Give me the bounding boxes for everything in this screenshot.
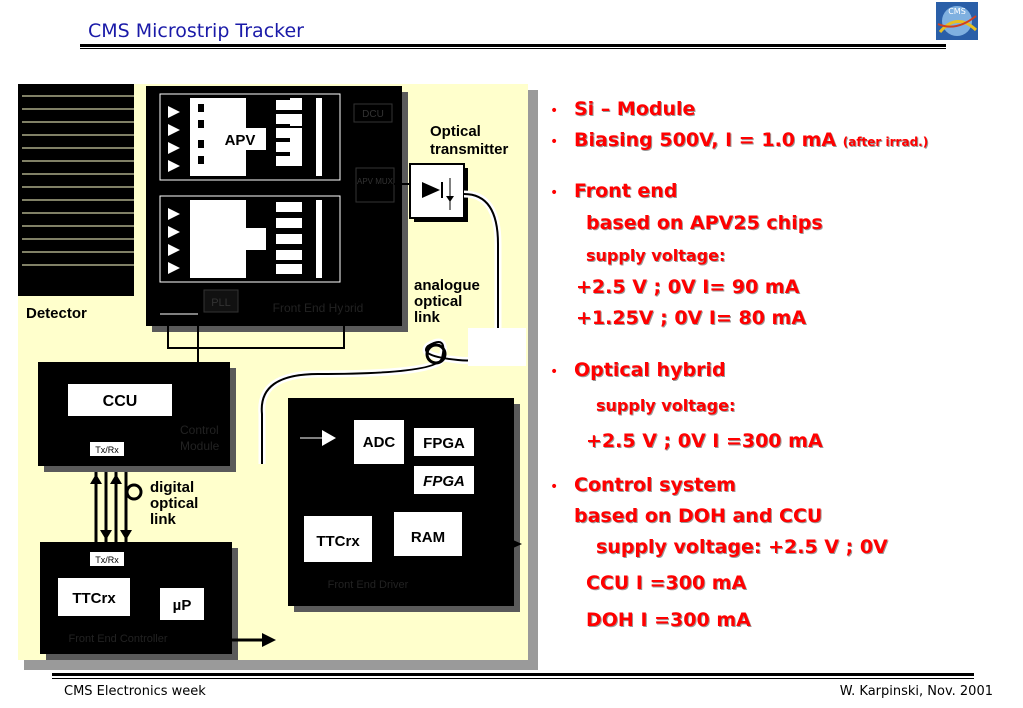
optical-hybrid-voltage: +2.5 V ; 0V I =300 mA [586,430,823,452]
bullet-front-end: Front end [574,180,678,202]
corner-patch [468,328,526,366]
optical-transmitter [409,163,468,222]
control-module-label-1: Control [180,423,219,437]
front-end-driver: ADC FPGA FPGA TTCrx RAM Front End Driver [288,398,522,612]
analogue-link-label-3: link [414,309,440,326]
specification-bullets: • Si – Module • Biasing 500V, I = 1.0 mA… [548,0,1018,660]
ttcrx-label-2: TTCrx [72,590,116,607]
adc-label: ADC [363,434,396,451]
analogue-link-label-1: analogue [414,277,480,294]
analogue-link-label-2: optical [414,293,462,310]
digital-link-label-1: digital [150,479,194,496]
control-system-basis: based on DOH and CCU [574,505,823,527]
bullet-si-module: Si – Module [574,98,696,120]
header-rule [80,44,946,47]
control-module-label-2: Module [180,439,220,453]
bullet-dot: • [550,479,559,495]
footer-right: W. Karpinski, Nov. 2001 [839,684,993,699]
optical-transmitter-label-1: Optical [430,123,481,140]
txrx-label-1: Tx/Rx [95,445,119,455]
fpga-label-1: FPGA [423,435,465,452]
bullet-control-system: Control system [574,474,736,496]
detector-strips [18,84,134,296]
footer-rule [52,673,974,676]
control-system-supply: supply voltage: +2.5 V ; 0V [596,536,888,558]
header-rule-thin [80,48,946,49]
page-title: CMS Microstrip Tracker [88,20,304,42]
control-module: CCU Tx/Rx Control Module [38,362,236,472]
biasing-note: (after irrad.) [842,135,929,149]
bullet-dot: • [550,103,559,119]
detector-label: Detector [26,305,87,322]
bullet-optical-hybrid: Optical hybrid [574,359,726,381]
front-end-hybrid: APV DCU APV MUX PLL Front End Hybrid [146,86,408,332]
footer-left: CMS Electronics week [64,684,206,699]
up-label: µP [173,597,192,614]
logo-text: CMS [948,7,966,16]
bullet-biasing: Biasing 500V, I = 1.0 mA (after irrad.) [574,129,928,151]
front-end-controller: Tx/Rx TTCrx µP Front End Controller [40,542,276,660]
bullet-dot: • [550,364,559,380]
ttcrx-label-1: TTCrx [316,533,360,550]
apv-label-1: APV [225,132,256,149]
pll-label: PLL [211,297,231,309]
biasing-text: Biasing 500V, I = 1.0 mA [574,129,837,151]
doh-current: DOH I =300 mA [586,609,751,631]
optical-transmitter-label-2: transmitter [430,141,509,158]
front-end-voltage-2: +1.25V ; 0V I= 80 mA [576,307,807,329]
cms-logo: CMS [936,2,978,40]
optical-hybrid-supply: supply voltage: [596,396,736,415]
front-end-voltage-1: +2.5 V ; 0V I= 90 mA [576,276,800,298]
dcu-label: DCU [362,109,384,120]
front-end-chips: based on APV25 chips [586,212,823,234]
ram-label: RAM [411,529,445,546]
digital-link-label-2: optical [150,495,198,512]
bullet-dot: • [550,134,559,150]
digital-link-label-3: link [150,511,176,528]
txrx-label-2: Tx/Rx [95,555,119,565]
fiber-loop-1 [425,343,447,365]
ccu-label: CCU [103,393,138,410]
front-end-supply: supply voltage: [586,246,726,265]
ccu-current: CCU I =300 mA [586,572,747,594]
tracker-readout-diagram: Detector APV DCU APV MUX [18,84,538,670]
footer-rule-thin [52,678,974,679]
fec-label: Front End Controller [68,633,167,645]
fiber-loop-2 [125,483,143,501]
bullet-dot: • [550,185,559,201]
fed-label: Front End Driver [328,579,409,591]
apv-mux-label: APV MUX [357,177,394,186]
fpga-label-2: FPGA [423,473,465,490]
front-end-hybrid-label: Front End Hybrid [273,301,364,315]
